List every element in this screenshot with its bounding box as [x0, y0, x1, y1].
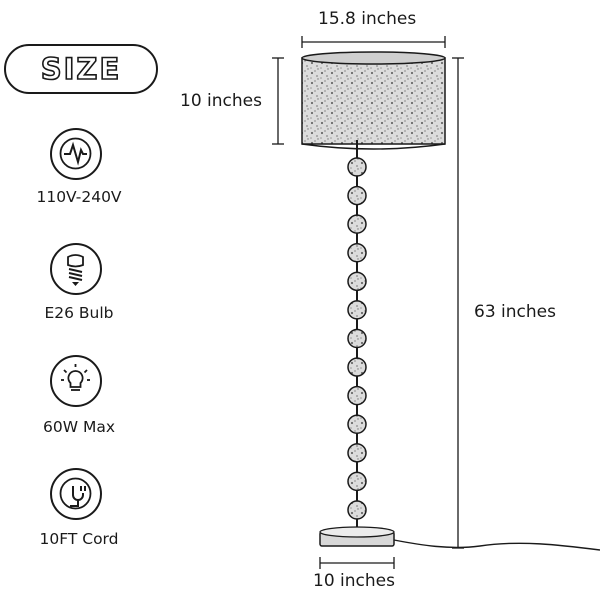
- voltage-label: 110V-240V: [36, 188, 122, 206]
- lamp-ball: [347, 185, 367, 206]
- lamp-shade: [301, 51, 446, 150]
- lamp-ball: [347, 271, 367, 292]
- base-width-dimension-line: [319, 557, 395, 569]
- shade-height-label: 10 inches: [180, 91, 262, 111]
- bulb-label: E26 Bulb: [44, 304, 114, 322]
- lamp-ball: [347, 157, 367, 177]
- lamp-base: [319, 526, 395, 547]
- lamp-ball: [347, 214, 367, 234]
- total-height-label: 63 inches: [474, 302, 556, 322]
- voltage-icon: [50, 128, 102, 180]
- lamp-ball: [347, 414, 367, 434]
- total-height-dimension-line: [452, 57, 464, 549]
- lamp-ball: [347, 300, 367, 320]
- bulb-icon: [50, 243, 102, 295]
- shade-width-label: 15.8 inches: [318, 9, 417, 29]
- shade-width-dimension-line: [301, 36, 446, 48]
- lamp-ball: [347, 500, 367, 520]
- size-badge: [4, 44, 158, 94]
- lightbulb-icon: [50, 355, 102, 407]
- lamp-ball: [347, 328, 367, 349]
- shade-height-dimension-line: [272, 57, 284, 145]
- lamp-ball: [347, 385, 367, 406]
- cord-label: 10FT Cord: [39, 530, 119, 548]
- lamp-ball: [347, 443, 367, 463]
- wattage-label: 60W Max: [42, 418, 116, 436]
- lamp-ball: [347, 471, 367, 492]
- base-width-label: 10 inches: [313, 571, 395, 591]
- power-cord: [393, 539, 600, 551]
- lamp-ball-stack: [347, 157, 367, 520]
- lamp-ball: [347, 357, 367, 377]
- plug-icon: [50, 468, 102, 520]
- size-badge-label: SIZE: [40, 51, 122, 87]
- lamp-ball: [347, 243, 367, 263]
